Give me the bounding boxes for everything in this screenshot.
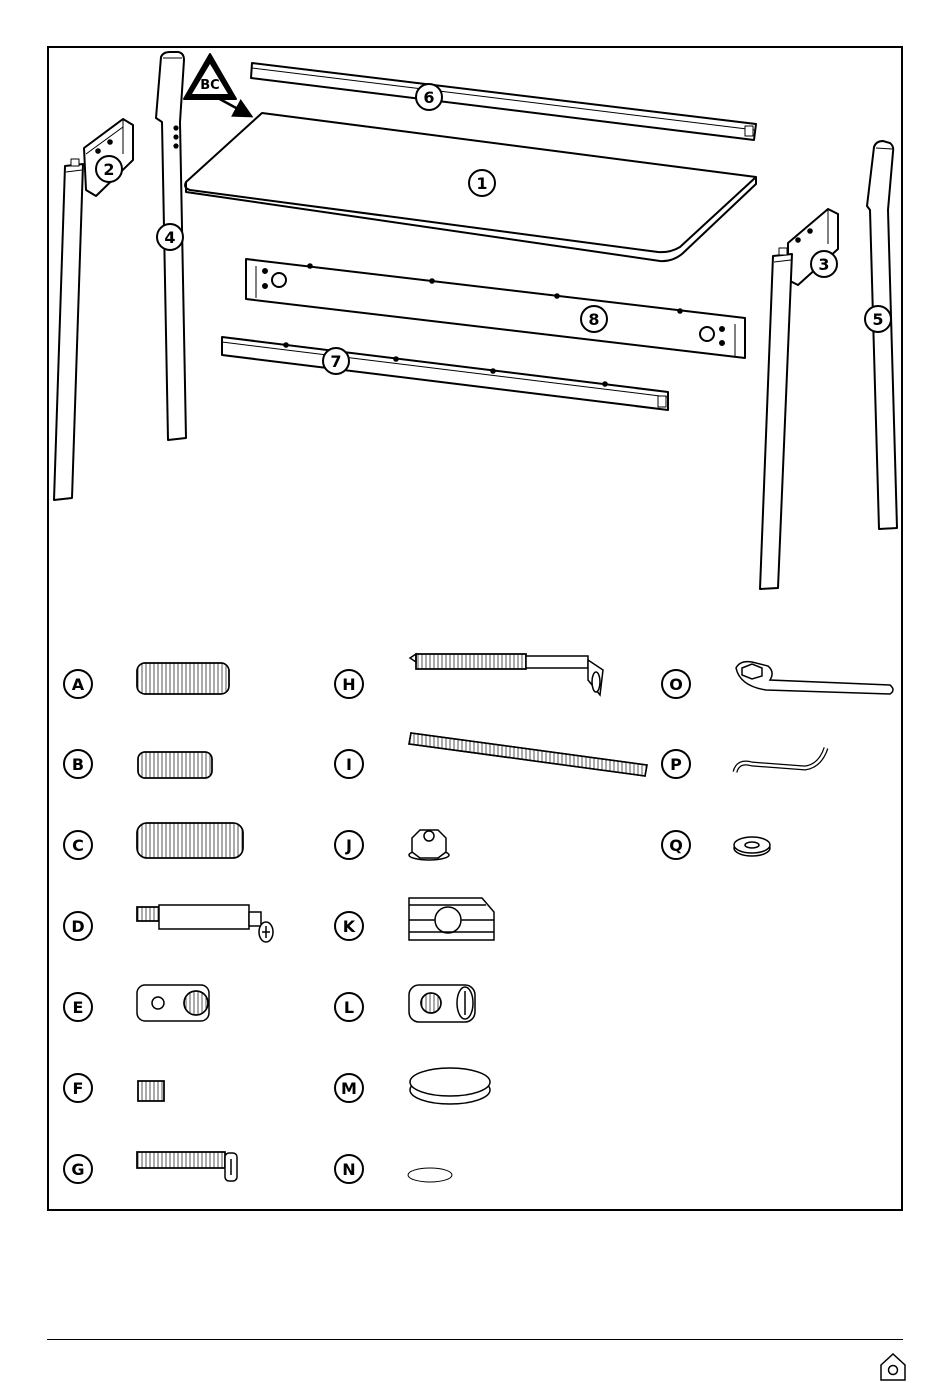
hardware-label-m: M [341,1079,357,1098]
threaded-insert-icon [138,1081,164,1101]
machine-screw-icon [137,1152,237,1181]
hardware-label-i: I [346,755,352,774]
hardware-label-e: E [73,998,84,1017]
dowel-wide-icon [137,823,243,858]
hardware-label-p: P [670,755,682,774]
cross-dowel-icon [409,985,475,1022]
part-number-8: 8 [588,310,599,329]
part-leg-5 [867,141,897,529]
hardware-label-b: B [72,755,84,774]
hardware-label-o: O [669,675,683,694]
barrel-nut-icon [137,985,209,1021]
bc-badge-icon: BC [184,54,249,115]
part-number-3: 3 [818,255,829,274]
hardware-label-c: C [72,836,84,855]
split-washer-icon [734,837,770,856]
hardware-label-g: G [71,1160,84,1179]
part-lower-rail [222,337,668,410]
bc-badge-label: BC [200,78,219,93]
hardware-label-q: Q [669,836,683,855]
connector-block-icon [409,898,494,940]
felt-pad-icon [410,1068,490,1104]
wrench-icon [736,662,893,694]
cam-bolt-icon [137,905,273,942]
hex-nut-icon [409,830,449,860]
part-leg-left-front [54,159,83,500]
hardware-label-j: J [345,836,352,855]
long-bolt-icon [410,654,603,695]
hardware-label-n: N [342,1160,355,1179]
part-number-2: 2 [103,160,114,179]
hardware-label-d: D [71,917,84,936]
part-number-5: 5 [872,310,883,329]
dowel-large-icon [137,663,229,694]
hardware-label-h: H [342,675,355,694]
part-leg-right-front [760,248,792,589]
part-number-4: 4 [164,228,175,247]
thin-disc-icon [408,1168,452,1182]
part-back-beam [246,259,745,358]
hardware-label-l: L [344,998,354,1017]
part-number-7: 7 [330,352,341,371]
home-icon [881,1354,905,1380]
part-number-1: 1 [476,174,487,193]
part-number-6: 6 [423,88,434,107]
hardware-label-a: A [72,675,85,694]
allen-key-icon [735,748,826,772]
hardware-label-k: K [343,917,356,936]
dowel-small-icon [138,752,212,778]
threaded-rod-icon [409,733,647,776]
hardware-label-f: F [73,1079,84,1098]
